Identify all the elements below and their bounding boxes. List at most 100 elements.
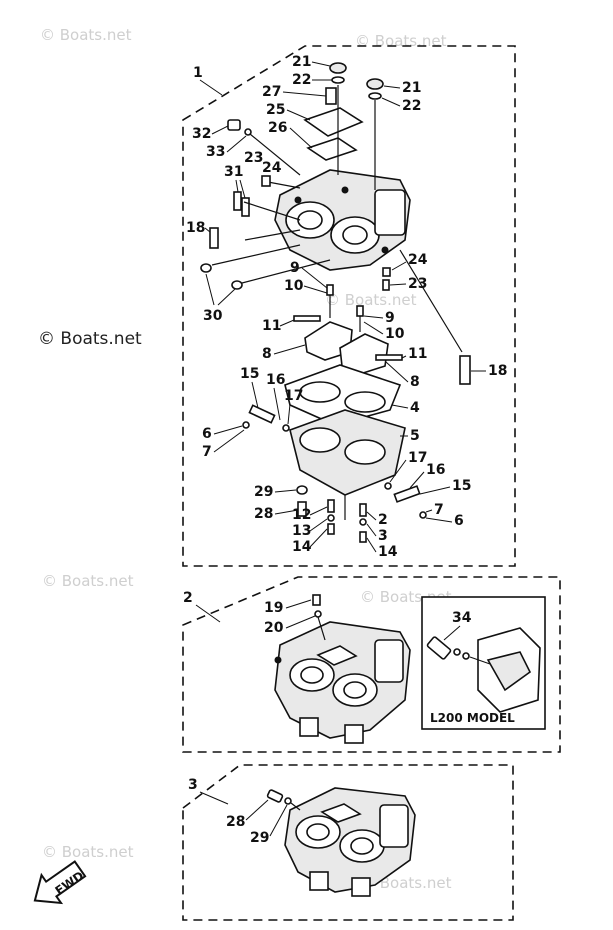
section-leader bbox=[199, 79, 223, 96]
pin bbox=[293, 315, 321, 322]
watermark: © Boats.net bbox=[42, 572, 134, 590]
callout-17: 17 bbox=[284, 388, 303, 404]
callout-11: 11 bbox=[262, 318, 281, 334]
jet-washer bbox=[327, 514, 335, 522]
section-label: 3 bbox=[188, 777, 198, 793]
callout-8: 8 bbox=[410, 374, 420, 390]
callout-21: 21 bbox=[292, 54, 311, 70]
callout-16: 16 bbox=[266, 372, 285, 388]
jet-plug bbox=[359, 531, 367, 543]
callout-22: 22 bbox=[402, 98, 421, 114]
callout-14: 14 bbox=[292, 539, 312, 555]
callout-34: 34 bbox=[452, 610, 472, 626]
section-label: 1 bbox=[193, 65, 203, 81]
watermark: © Boats.net bbox=[355, 32, 447, 50]
callout-28: 28 bbox=[254, 506, 273, 522]
screw bbox=[325, 87, 337, 105]
callout-2: 2 bbox=[378, 512, 388, 528]
o-ring bbox=[384, 482, 392, 490]
callout-14: 14 bbox=[378, 544, 398, 560]
callout-17: 17 bbox=[408, 450, 427, 466]
pin bbox=[375, 354, 403, 361]
plug bbox=[296, 485, 308, 495]
callout-19: 19 bbox=[264, 600, 283, 616]
jet-washer bbox=[359, 518, 367, 526]
callout-21: 21 bbox=[402, 80, 421, 96]
screw bbox=[312, 594, 321, 606]
washer bbox=[453, 648, 461, 656]
callout-33: 33 bbox=[206, 144, 225, 160]
callout-23: 23 bbox=[408, 276, 427, 292]
callout-5: 5 bbox=[410, 428, 420, 444]
callout-31: 31 bbox=[224, 164, 243, 180]
callout-3: 3 bbox=[378, 528, 388, 544]
callout-23: 23 bbox=[244, 150, 263, 166]
callout-13: 13 bbox=[292, 523, 311, 539]
callout-25: 25 bbox=[266, 102, 285, 118]
callout-15: 15 bbox=[240, 366, 259, 382]
callout-9: 9 bbox=[290, 260, 300, 276]
callout-7: 7 bbox=[202, 444, 212, 460]
callout-18: 18 bbox=[488, 363, 507, 379]
bolt bbox=[266, 789, 284, 803]
watermark-dark: © Boats.net bbox=[38, 329, 142, 349]
callout-9: 9 bbox=[385, 310, 395, 326]
callout-4: 4 bbox=[410, 400, 420, 416]
screw bbox=[209, 227, 219, 249]
carburetor-assembly bbox=[274, 621, 411, 744]
carburetor-body-upper bbox=[274, 169, 411, 271]
washer bbox=[368, 92, 382, 100]
screw bbox=[241, 197, 250, 217]
needle bbox=[326, 284, 334, 296]
jet-plug bbox=[327, 523, 335, 535]
callout-22: 22 bbox=[292, 72, 311, 88]
cap bbox=[329, 62, 347, 74]
fwd-arrow-icon bbox=[33, 860, 87, 905]
callout-18: 18 bbox=[186, 220, 205, 236]
callout-20: 20 bbox=[264, 620, 284, 636]
gasket bbox=[306, 137, 358, 161]
screw bbox=[233, 191, 242, 211]
washer bbox=[419, 511, 427, 519]
section-1-frame bbox=[182, 45, 516, 567]
watermark: © Boats.net bbox=[325, 291, 417, 309]
callout-10: 10 bbox=[385, 326, 405, 342]
drain-screw bbox=[393, 485, 421, 503]
screw bbox=[382, 279, 390, 291]
section-label: 2 bbox=[183, 590, 193, 606]
watermark: © Boats.net bbox=[42, 843, 134, 861]
cover-plate bbox=[303, 107, 364, 137]
screw bbox=[227, 119, 241, 131]
callout-7: 7 bbox=[434, 502, 444, 518]
washer bbox=[462, 652, 470, 660]
callout-26: 26 bbox=[268, 120, 287, 136]
washer bbox=[331, 76, 345, 84]
plug bbox=[200, 263, 212, 273]
washer bbox=[284, 797, 292, 805]
callout-32: 32 bbox=[192, 126, 211, 142]
callout-28: 28 bbox=[226, 814, 245, 830]
carburetor-assembly bbox=[284, 787, 416, 897]
jet bbox=[327, 499, 335, 513]
section-leader bbox=[199, 791, 229, 805]
callout-29: 29 bbox=[254, 484, 273, 500]
callout-11: 11 bbox=[408, 346, 427, 362]
section-3-frame bbox=[182, 764, 514, 921]
screw bbox=[426, 636, 452, 660]
callout-24: 24 bbox=[262, 160, 282, 176]
callout-30: 30 bbox=[203, 308, 223, 324]
callout-10: 10 bbox=[284, 278, 304, 294]
jet bbox=[359, 503, 367, 517]
washer bbox=[244, 128, 252, 136]
callout-6: 6 bbox=[454, 513, 464, 529]
callout-24: 24 bbox=[408, 252, 428, 268]
callout-8: 8 bbox=[262, 346, 272, 362]
screw bbox=[459, 355, 471, 385]
callout-12: 12 bbox=[292, 507, 311, 523]
needle bbox=[356, 305, 364, 317]
callout-16: 16 bbox=[426, 462, 445, 478]
callout-6: 6 bbox=[202, 426, 212, 442]
screw bbox=[382, 267, 391, 277]
